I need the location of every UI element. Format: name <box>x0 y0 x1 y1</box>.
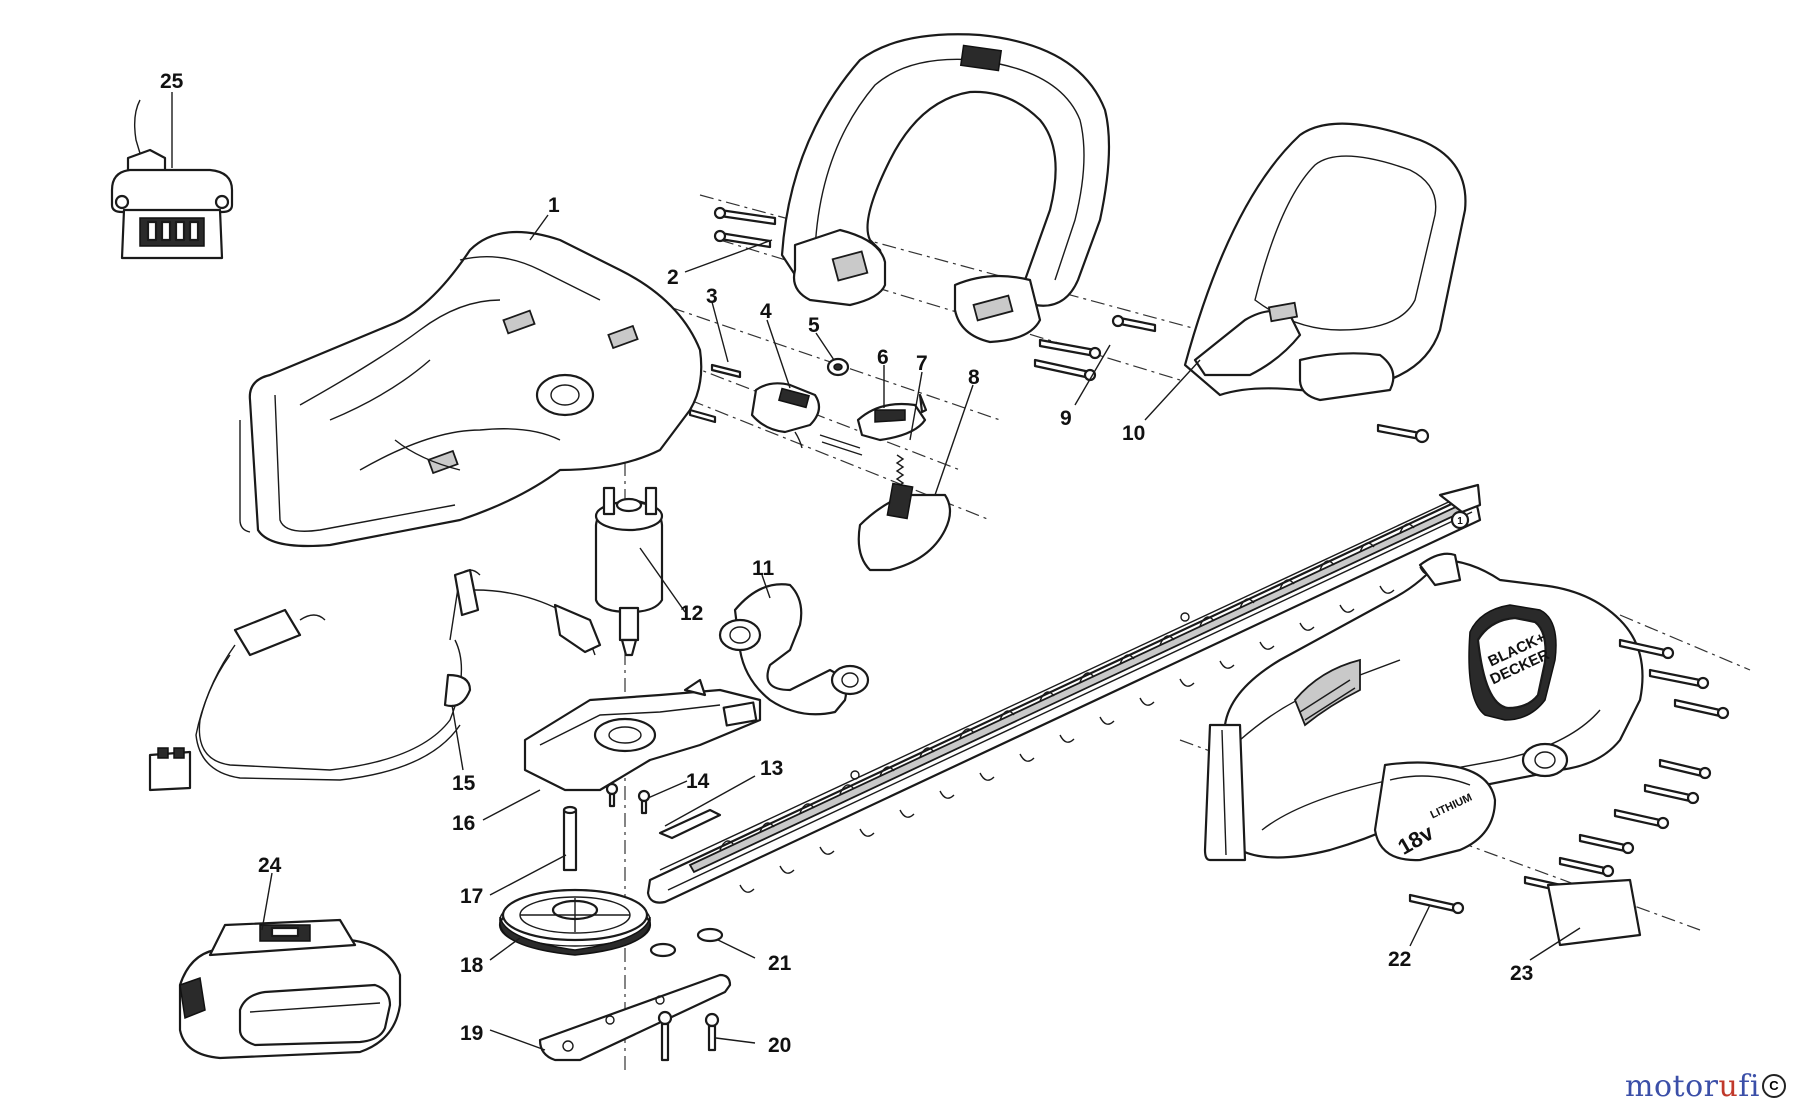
callout-11: 11 <box>752 557 775 580</box>
callout-6: 6 <box>877 346 889 369</box>
callout-5: 5 <box>808 314 820 337</box>
leader-lines <box>171 92 1581 1051</box>
callout-numbers: 1 2 3 4 5 6 7 8 9 10 11 12 13 14 15 16 1… <box>160 70 1533 1057</box>
blade-part <box>646 483 1482 904</box>
callout-14: 14 <box>686 770 710 793</box>
trigger-part <box>857 454 952 572</box>
small-plate-part <box>658 808 722 840</box>
front-handle-part <box>713 33 1111 382</box>
housing-assembled-part: BLACK+ DECKER 18v LITHIUM 1 <box>1203 510 1644 862</box>
shaft-part <box>562 805 578 872</box>
charger-part <box>110 99 234 260</box>
callout-20: 20 <box>768 1034 791 1057</box>
callout-19: 19 <box>460 1022 483 1045</box>
clamp-part <box>718 583 870 716</box>
callout-2: 2 <box>667 266 679 289</box>
blade-teeth <box>719 523 1435 893</box>
wiring-harness-part <box>148 568 602 792</box>
motor-part <box>594 486 664 657</box>
callout-15: 15 <box>452 772 476 795</box>
watermark-logo: motorufi <box>1625 1069 1760 1104</box>
gearbox-part <box>523 678 762 815</box>
callout-22: 22 <box>1388 948 1411 971</box>
callout-24: 24 <box>258 854 282 877</box>
gear-part <box>498 888 652 956</box>
callout-8: 8 <box>968 366 980 389</box>
plate-part <box>538 927 732 1062</box>
battery-part <box>178 918 402 1060</box>
corner-mark: C <box>1762 1074 1786 1098</box>
callout-21: 21 <box>768 952 792 975</box>
callout-1: 1 <box>548 194 560 217</box>
circled-callout: 1 <box>1457 516 1463 527</box>
callout-3: 3 <box>706 285 718 308</box>
rear-handle-part <box>1111 122 1467 444</box>
callout-10: 10 <box>1122 422 1145 445</box>
callout-23: 23 <box>1510 962 1533 985</box>
callout-25: 25 <box>160 70 184 93</box>
screw-set-9 <box>1111 314 1430 444</box>
callout-12: 12 <box>680 602 703 625</box>
callout-4: 4 <box>760 300 772 323</box>
callout-16: 16 <box>452 812 475 835</box>
label-part <box>1546 878 1642 947</box>
housing-left-part <box>239 230 703 548</box>
callout-18: 18 <box>460 954 484 977</box>
callout-9: 9 <box>1060 407 1072 430</box>
switch-parts <box>688 357 928 456</box>
callout-13: 13 <box>760 757 783 780</box>
callout-17: 17 <box>460 885 483 908</box>
callout-7: 7 <box>916 352 928 375</box>
